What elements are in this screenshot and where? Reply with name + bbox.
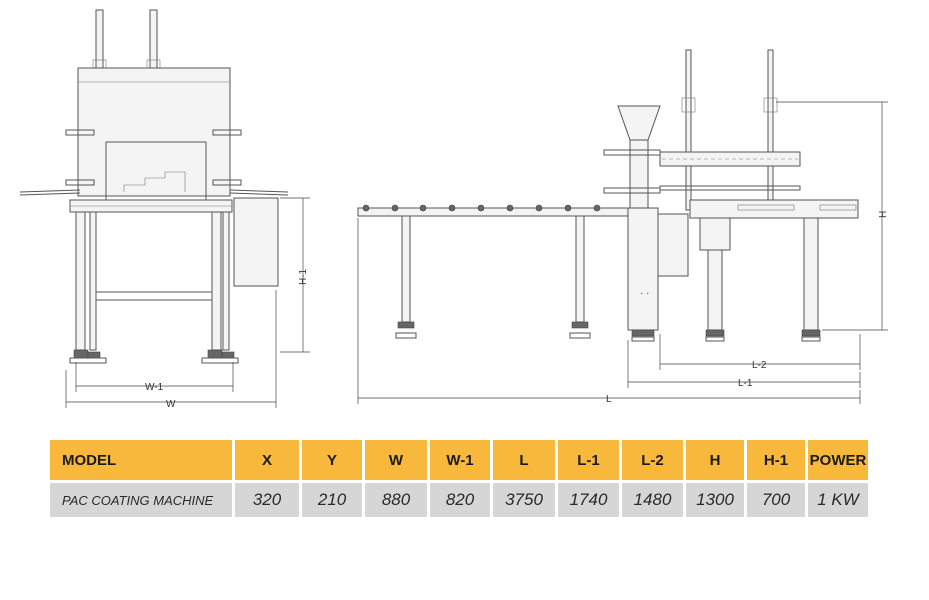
header-l: L <box>493 440 555 480</box>
dim-label-l1: L-1 <box>738 378 753 389</box>
cell-w: 880 <box>365 483 427 517</box>
header-x: X <box>235 440 299 480</box>
dim-label-w: W <box>166 399 176 410</box>
spec-table: MODEL X Y W W-1 L L-1 L-2 H H-1 POWER PA… <box>47 437 871 520</box>
machine-technical-drawing: W-1 W H-1 · · <box>19 9 889 410</box>
side-view: · · L-2 L-1 <box>357 49 889 405</box>
spec-table-row: PAC COATING MACHINE 320 210 880 820 3750… <box>50 483 868 517</box>
svg-text:· ·: · · <box>640 288 649 299</box>
cell-w1: 820 <box>430 483 490 517</box>
cell-y: 210 <box>302 483 362 517</box>
cell-h1: 700 <box>747 483 805 517</box>
cell-l1: 1740 <box>558 483 619 517</box>
header-model: MODEL <box>50 440 232 480</box>
header-y: Y <box>302 440 362 480</box>
cell-model: PAC COATING MACHINE <box>50 483 232 517</box>
dim-label-h1: H-1 <box>298 268 309 285</box>
header-w: W <box>365 440 427 480</box>
header-l2: L-2 <box>622 440 683 480</box>
dim-label-l2: L-2 <box>752 360 767 371</box>
header-l1: L-1 <box>558 440 619 480</box>
spec-table-header-row: MODEL X Y W W-1 L L-1 L-2 H H-1 POWER <box>50 440 868 480</box>
cell-h: 1300 <box>686 483 744 517</box>
front-view: W-1 W H-1 <box>19 9 310 410</box>
dim-label-h: H <box>878 211 889 218</box>
header-h1: H-1 <box>747 440 805 480</box>
dim-label-w1: W-1 <box>145 382 164 393</box>
cell-x: 320 <box>235 483 299 517</box>
cell-l: 3750 <box>493 483 555 517</box>
header-h: H <box>686 440 744 480</box>
header-power: POWER <box>808 440 868 480</box>
dim-label-l: L <box>606 394 612 405</box>
cell-power: 1 KW <box>808 483 868 517</box>
header-w1: W-1 <box>430 440 490 480</box>
cell-l2: 1480 <box>622 483 683 517</box>
